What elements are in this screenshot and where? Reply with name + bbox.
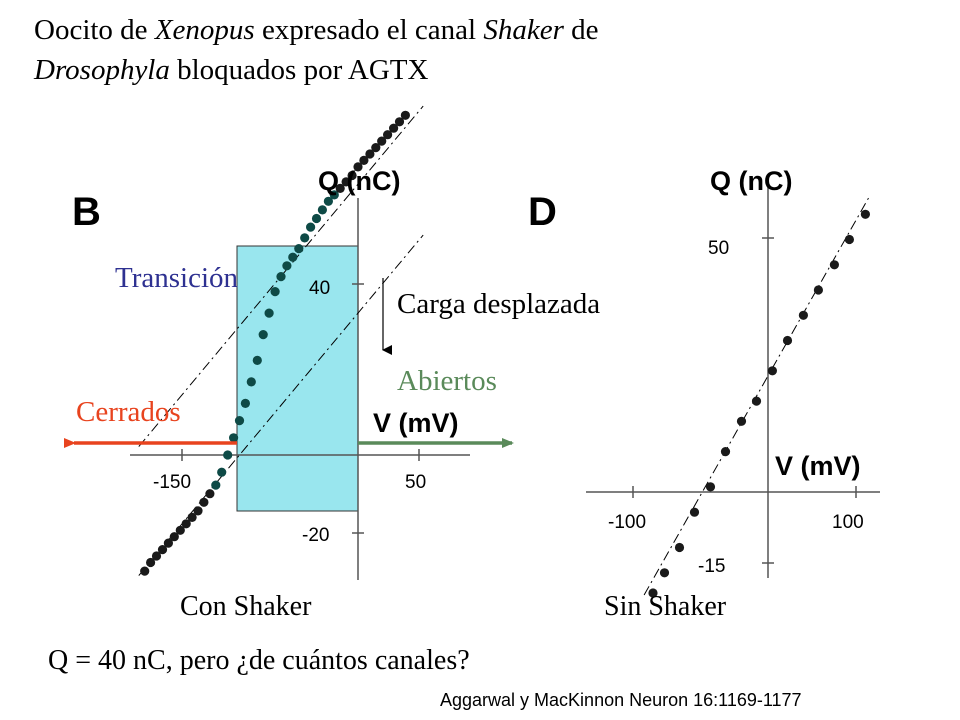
- data-point: [157, 545, 168, 555]
- data-point: [270, 287, 280, 297]
- slide-title: Oocito de Xenopus expresado el canal Sha…: [34, 14, 599, 86]
- data-point: [151, 551, 162, 561]
- panel-b-xtick-label-50: 50: [405, 472, 426, 493]
- data-point: [347, 170, 357, 181]
- data-point: [736, 416, 747, 426]
- panel-b-ytick-label-neg20: -20: [302, 525, 329, 546]
- panel-d-xtick-label-100: 100: [832, 512, 864, 533]
- data-point: [169, 532, 179, 542]
- data-point: [335, 183, 345, 193]
- data-point: [252, 355, 262, 365]
- panel-d-xtick-label-neg100: -100: [608, 512, 646, 533]
- data-point: [175, 525, 185, 535]
- data-point: [211, 480, 221, 490]
- data-point: [844, 234, 855, 245]
- data-point: [383, 130, 393, 140]
- data-point: [264, 308, 274, 318]
- data-point: [705, 482, 716, 492]
- data-point: [258, 330, 268, 340]
- data-point: [341, 177, 351, 187]
- data-point: [365, 149, 375, 159]
- data-point: [181, 519, 191, 529]
- data-point: [323, 196, 333, 206]
- caption-con-shaker: Con Shaker: [180, 591, 312, 622]
- data-point: [163, 538, 173, 548]
- panel-d-label: D: [528, 190, 557, 234]
- data-point: [353, 162, 363, 172]
- closed-label: Cerrados: [76, 396, 181, 428]
- panel-b-xlabel: V (mV): [373, 408, 459, 438]
- panel-d-sin-shaker: D Q (nC) V (mV) 50 -15 -100 100: [528, 166, 880, 598]
- data-point: [282, 261, 292, 271]
- panel-d-xlabel: V (mV): [775, 451, 861, 481]
- data-point: [720, 447, 731, 457]
- data-point: [377, 136, 387, 146]
- data-point: [317, 205, 327, 215]
- transition-label: Transición: [115, 262, 238, 294]
- data-point: [813, 285, 824, 295]
- data-point: [648, 588, 658, 598]
- data-point: [389, 123, 399, 133]
- linear-fit-line: [643, 195, 871, 596]
- panel-b-xtick-label-neg150: -150: [153, 472, 191, 493]
- data-point: [751, 396, 762, 406]
- data-point: [371, 143, 381, 153]
- data-point: [329, 190, 339, 200]
- panel-d-ylabel: Q (nC): [710, 166, 792, 196]
- caption-sin-shaker: Sin Shaker: [604, 591, 727, 622]
- data-point: [205, 489, 215, 499]
- data-point: [187, 512, 197, 523]
- citation: Aggarwal y MacKinnon Neuron 16:1169-1177: [440, 690, 802, 710]
- data-point: [146, 557, 156, 568]
- data-point: [246, 377, 256, 387]
- data-point: [229, 433, 239, 443]
- data-point: [193, 506, 203, 516]
- data-point: [394, 117, 405, 127]
- data-point: [234, 416, 245, 426]
- data-point: [782, 335, 793, 346]
- panel-d-ytick-label-50: 50: [708, 238, 729, 259]
- data-point: [288, 252, 298, 262]
- data-point: [199, 497, 209, 507]
- closed-fit-line: [138, 234, 424, 576]
- data-point: [300, 233, 310, 243]
- open-label: Abiertos: [397, 365, 497, 397]
- data-point: [217, 467, 227, 477]
- data-point: [359, 155, 369, 165]
- transition-region: [236, 245, 359, 512]
- data-point: [140, 566, 150, 576]
- data-point: [400, 110, 410, 120]
- panel-b-ylabel: Q (nC): [318, 166, 400, 196]
- data-point: [674, 542, 685, 553]
- data-point: [860, 209, 871, 219]
- displaced-charge-label: Carga desplazada: [397, 288, 600, 320]
- panel-d-ytick-label-neg15: -15: [698, 556, 725, 577]
- data-point: [829, 260, 840, 270]
- panel-d-data-points: [648, 209, 871, 598]
- panel-b-data-points: [140, 110, 410, 576]
- data-point: [294, 244, 304, 254]
- data-point: [689, 507, 700, 517]
- data-point: [240, 398, 250, 408]
- data-point: [276, 272, 286, 282]
- data-point: [311, 213, 322, 224]
- data-point: [306, 222, 316, 232]
- data-point: [767, 366, 778, 376]
- data-point: [223, 450, 233, 460]
- panel-b-label: B: [72, 190, 101, 234]
- data-point: [659, 568, 670, 578]
- panel-b-con-shaker: B Q (nC) V (mV) 40 -20 -150 50 Transició…: [64, 105, 600, 580]
- data-point: [798, 310, 809, 320]
- panel-b-ytick-label-40: 40: [309, 278, 330, 299]
- question-text: Q = 40 nC, pero ¿de cuántos canales?: [48, 645, 470, 676]
